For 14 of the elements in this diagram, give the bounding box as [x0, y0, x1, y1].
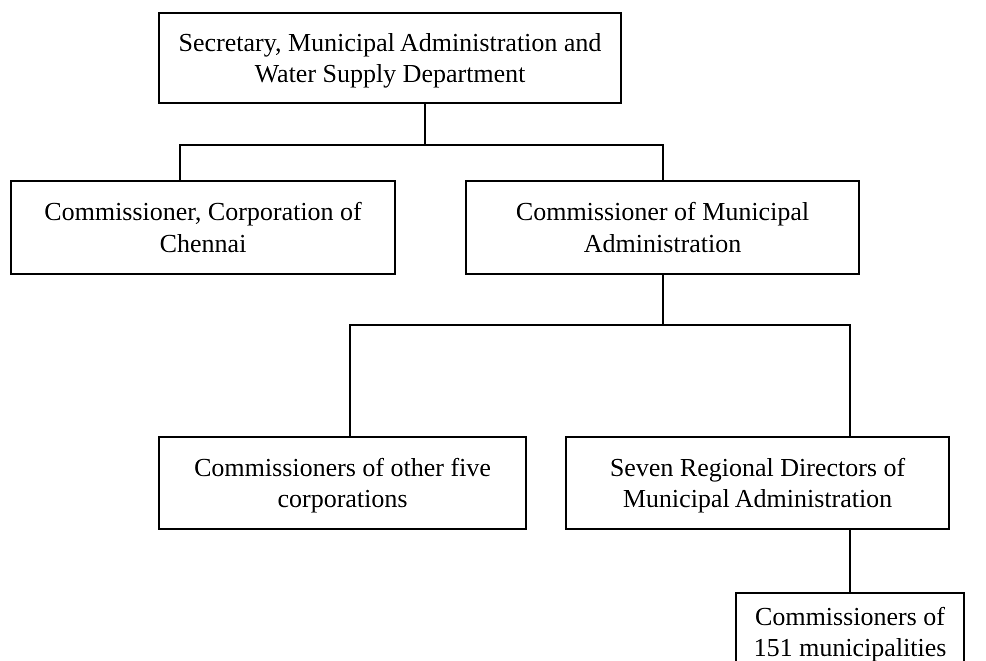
box-label: Seven Regional Directors of Municipal Administration: [608, 452, 906, 514]
box-label: Commissioner of Municipal Administration: [514, 196, 810, 259]
box-label: Secretary, Municipal Administration and Water Supply Department: [178, 26, 602, 90]
org-box: [735, 592, 965, 661]
org-box: [10, 180, 396, 275]
connector-line: [662, 275, 851, 436]
connector-line: [424, 104, 664, 180]
box-label: Commissioners of other five corporations: [193, 452, 492, 514]
connector-line: [849, 530, 851, 592]
org-box: [158, 436, 527, 530]
org-box: [158, 12, 622, 104]
box-label: Commissioner, Corporation of Chennai: [43, 196, 363, 259]
org-box: [565, 436, 950, 530]
org-box: [465, 180, 860, 275]
